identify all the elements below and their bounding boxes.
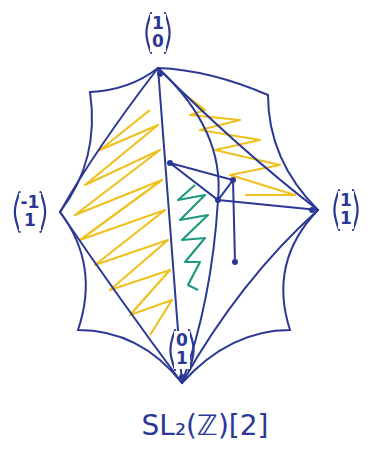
geodesic [170,163,233,200]
vertex-dot [167,160,173,166]
vertex-dot [230,177,236,183]
column-vector: 0 1 [174,331,190,369]
column-vector: 1 1 [338,191,354,229]
vertex-dot [309,207,315,213]
geodesic [60,212,182,383]
vertex-dot [179,374,185,380]
vertex-dot [232,259,238,265]
vertex-dots [157,71,315,380]
geodesic [218,200,318,210]
geodesic [60,68,158,212]
vertex-dot [157,71,163,77]
column-vector: 1 0 [150,14,166,52]
green-shading [178,185,208,290]
geodesic [158,68,219,383]
green-shading [178,185,208,290]
outer-boundary [60,68,318,383]
geodesic [158,68,318,210]
geodesic [182,210,318,383]
geodesic [233,180,235,262]
vertex-dot [215,197,221,203]
group-caption: SL₂(ℤ)[2] [142,409,269,442]
geodesics [60,68,318,383]
yellow-shading [75,95,295,335]
column-vector: -1 1 [19,193,42,231]
brackets [15,13,358,370]
